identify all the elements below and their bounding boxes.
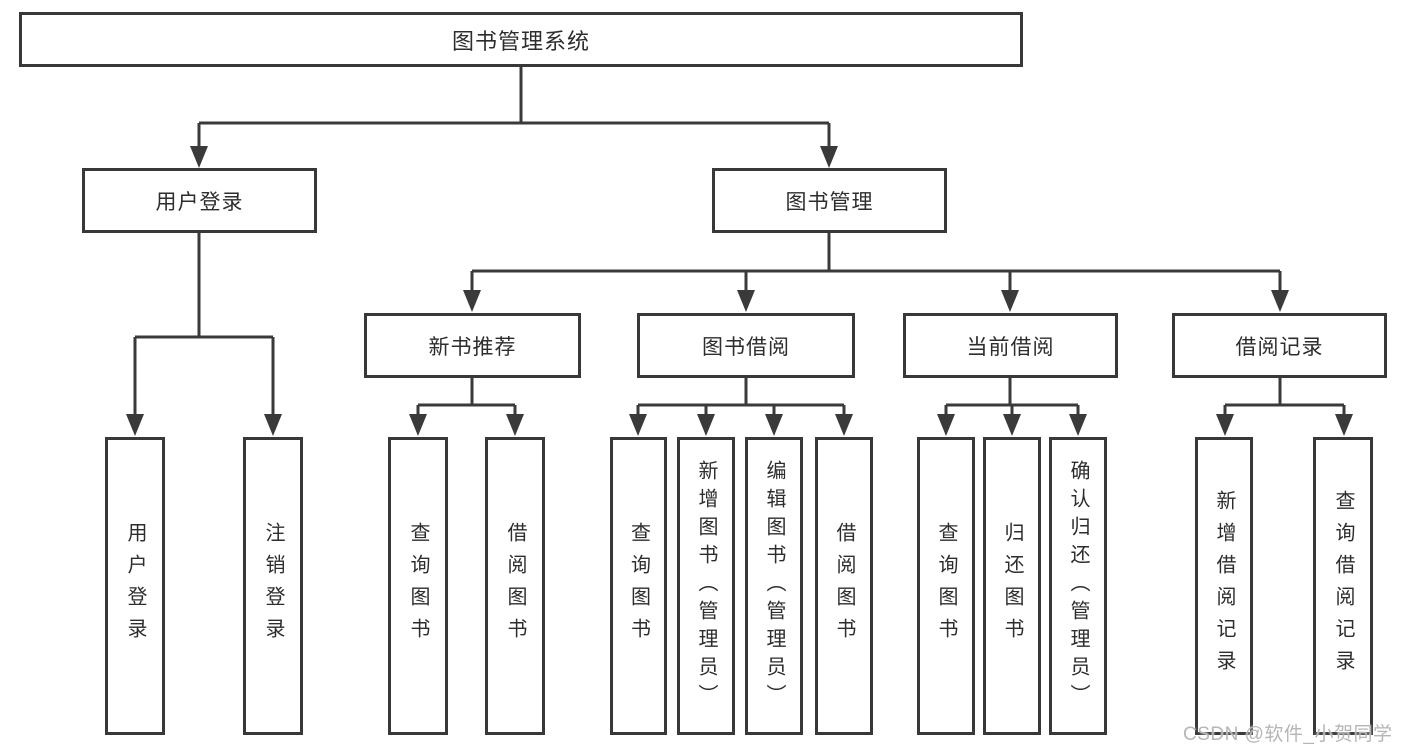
node-add-borrow-record-label: 新增借阅记录 [1213, 490, 1235, 682]
node-query-book-current-label: 查询图书 [935, 522, 957, 650]
node-library-system: 图书管理系统 [19, 12, 1023, 67]
node-book-management-label: 图书管理 [785, 190, 874, 214]
node-return-book-label: 归还图书 [1001, 522, 1023, 650]
node-add-borrow-record: 新增借阅记录 [1195, 437, 1253, 735]
node-query-book-recommend: 查询图书 [388, 437, 448, 735]
node-current-borrow-label: 当前借阅 [966, 335, 1055, 359]
arrowhead-icons [126, 146, 1353, 436]
node-library-system-label: 图书管理系统 [451, 28, 590, 54]
node-borrow-book: 借阅图书 [815, 437, 873, 735]
node-confirm-return-admin-label: 确认归还（管理员） [1067, 460, 1089, 712]
node-edit-book-admin: 编辑图书（管理员） [745, 437, 803, 735]
node-book-borrow: 图书借阅 [637, 313, 855, 378]
node-query-borrow-record-label: 查询借阅记录 [1332, 490, 1354, 682]
node-add-book-admin-label: 新增图书（管理员） [695, 460, 717, 712]
node-current-borrow: 当前借阅 [903, 313, 1118, 378]
node-add-book-admin: 新增图书（管理员） [677, 437, 735, 735]
node-user-login: 用户登录 [82, 168, 317, 233]
node-borrow-record-label: 借阅记录 [1235, 335, 1324, 359]
node-edit-book-admin-label: 编辑图书（管理员） [763, 460, 785, 712]
node-query-book-borrow: 查询图书 [610, 437, 667, 735]
node-user-login-action-label: 用户登录 [124, 522, 146, 650]
csdn-watermark: CSDN @软件_小贺同学 [1183, 724, 1393, 745]
node-new-book-recommend: 新书推荐 [364, 313, 581, 378]
tree-edges [133, 67, 1346, 418]
node-query-book-current: 查询图书 [917, 437, 975, 735]
node-user-login-action: 用户登录 [105, 437, 165, 735]
node-user-login-label: 用户登录 [155, 190, 244, 214]
node-borrow-book-recommend-label: 借阅图书 [504, 522, 526, 650]
node-new-book-recommend-label: 新书推荐 [428, 335, 517, 359]
node-logout-label: 注销登录 [262, 522, 284, 650]
node-query-book-borrow-label: 查询图书 [627, 522, 650, 650]
node-logout: 注销登录 [243, 437, 303, 735]
node-query-borrow-record: 查询借阅记录 [1313, 437, 1373, 735]
node-borrow-book-recommend: 借阅图书 [485, 437, 545, 735]
node-book-borrow-label: 图书借阅 [702, 335, 790, 359]
node-return-book: 归还图书 [983, 437, 1041, 735]
node-book-management: 图书管理 [712, 168, 947, 233]
node-borrow-book-label: 借阅图书 [833, 522, 855, 650]
node-confirm-return-admin: 确认归还（管理员） [1049, 437, 1107, 735]
node-borrow-record: 借阅记录 [1172, 313, 1387, 378]
node-query-book-recommend-label: 查询图书 [407, 522, 429, 650]
